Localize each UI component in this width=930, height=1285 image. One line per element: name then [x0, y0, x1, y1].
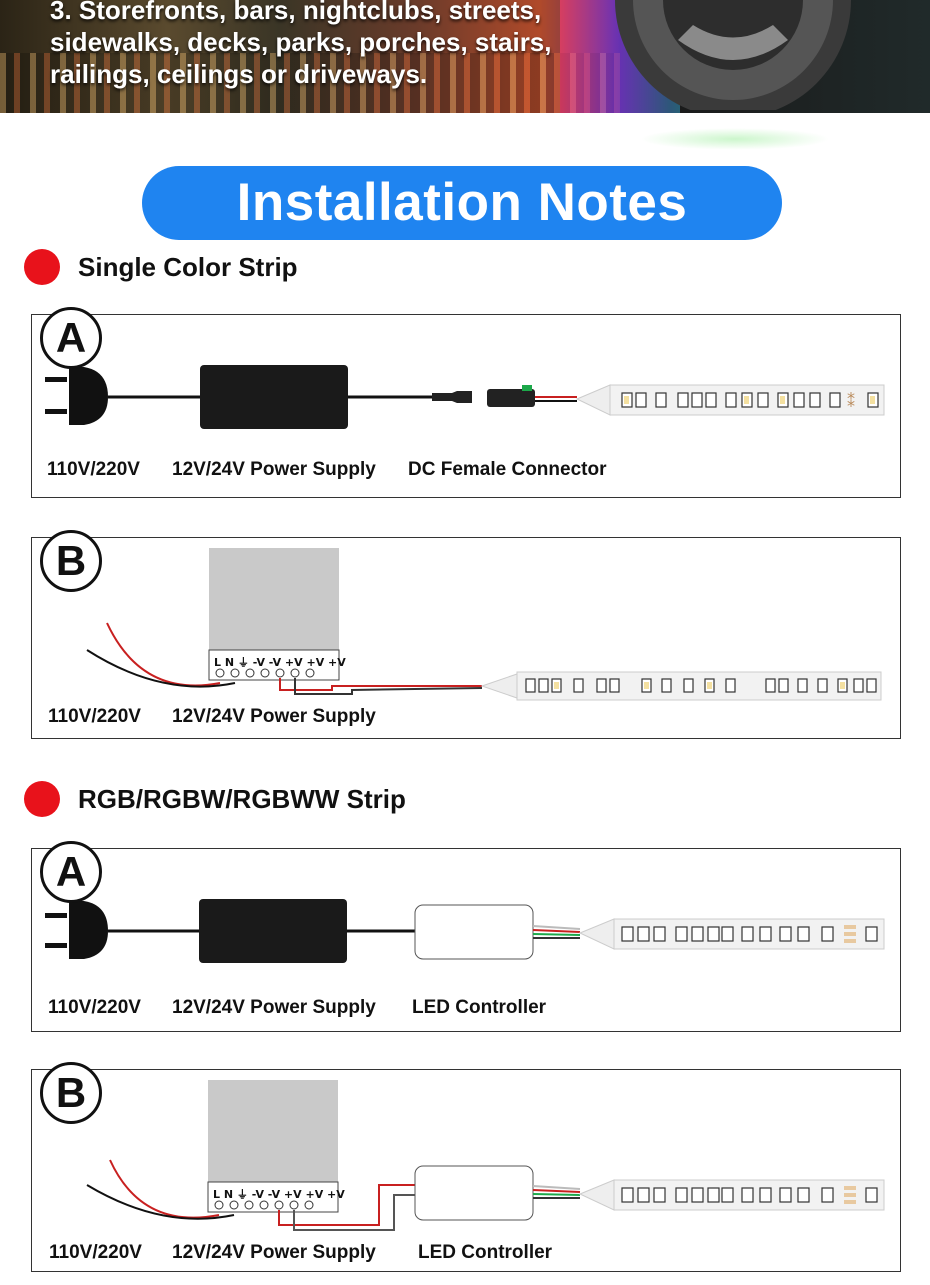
dc-female-connector-icon: [487, 389, 535, 407]
power-supply-icon: [200, 365, 348, 429]
banner-text: 3. Storefronts, bars, nightclubs, street…: [50, 0, 552, 89]
label-mains-voltage: 110V/220V: [48, 706, 141, 727]
single-color-heading: Single Color Strip: [24, 247, 298, 287]
wiring-diagram-single-b: L N ⏚ -V -V +V +V +V: [86, 548, 882, 701]
rgb-heading-text: RGB/RGBW/RGBWW Strip: [78, 783, 406, 814]
dc-male-plug-icon: [432, 391, 472, 403]
reel-glow: [640, 128, 830, 150]
led-controller-icon: [414, 904, 534, 960]
diagram-rgb-a: A 110V/220V 12V/24V Power Supply LED Con…: [31, 841, 901, 1032]
plug-icon: [45, 367, 108, 425]
led-controller-icon: [414, 1165, 534, 1221]
label-mains-voltage: 110V/220V: [48, 997, 141, 1018]
badge-b: B: [40, 530, 102, 592]
badge-a: A: [40, 841, 102, 903]
label-power-supply: 12V/24V Power Supply: [172, 706, 376, 727]
power-supply-box-icon: [208, 1080, 338, 1182]
label-led-controller: LED Controller: [412, 997, 547, 1018]
rgb-heading: RGB/RGBW/RGBWW Strip: [24, 779, 406, 819]
wiring-diagram-rgb-b: L N ⏚ -V -V +V +V +V: [86, 1080, 885, 1231]
label-power-supply: 12V/24V Power Supply: [172, 997, 376, 1018]
diagram-rgb-b: L N ⏚ -V -V +V +V +V B 110V/220V 12V/24V…: [31, 1062, 901, 1272]
label-dc-female-connector: DC Female Connector: [408, 459, 607, 480]
label-mains-voltage: 110V/220V: [49, 1242, 142, 1263]
badge-a: A: [40, 307, 102, 369]
section-title: Installation Notes: [142, 166, 782, 240]
label-led-controller: LED Controller: [418, 1242, 553, 1263]
svg-text:⁑: ⁑: [847, 392, 855, 411]
banner-reflection: [0, 53, 620, 113]
label-mains-voltage: 110V/220V: [47, 459, 140, 480]
red-dot-icon: [24, 781, 60, 817]
red-dot-icon: [24, 249, 60, 285]
diagram-single-a: ⁑ A 110V/220V 12V/24V Power Supply DC Fe…: [31, 307, 901, 498]
led-reel-icon: [615, 0, 851, 110]
terminal-labels-b1: L N ⏚ -V -V +V +V +V: [214, 656, 346, 669]
plug-icon: [45, 901, 108, 959]
label-power-supply: 12V/24V Power Supply: [172, 1242, 376, 1263]
wiring-diagram-single-a: ⁑: [45, 365, 885, 429]
hero-banner: 3. Storefronts, bars, nightclubs, street…: [0, 0, 930, 113]
badge-b: B: [40, 1062, 102, 1124]
single-color-heading-text: Single Color Strip: [78, 251, 298, 282]
wiring-diagram-rgb-a: [45, 899, 885, 963]
power-supply-box-icon: [209, 548, 339, 650]
diagram-single-b: L N ⏚ -V -V +V +V +V B 110V/220V 12V/24V…: [31, 530, 901, 739]
label-power-supply: 12V/24V Power Supply: [172, 459, 376, 480]
power-supply-icon: [199, 899, 347, 963]
terminal-labels-b2: L N ⏚ -V -V +V +V +V: [213, 1188, 345, 1201]
